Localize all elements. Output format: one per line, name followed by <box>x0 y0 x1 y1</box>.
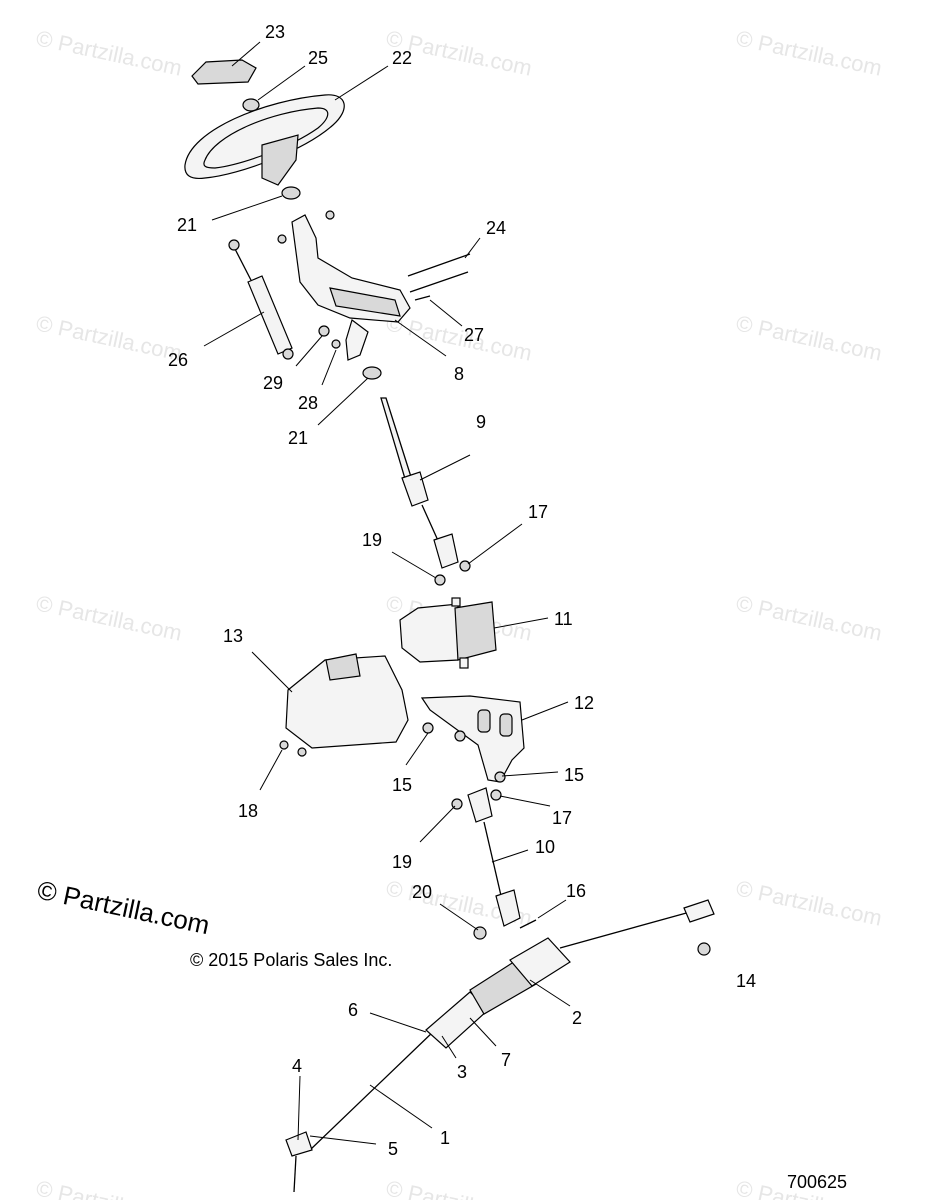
motor-cover-part <box>285 653 409 749</box>
callout-19: 19 <box>362 530 382 550</box>
gas-strut-part <box>228 239 294 360</box>
power-steering-motor-part <box>399 597 497 669</box>
bolt-head-part <box>490 789 502 801</box>
bolt-head-part <box>459 560 471 572</box>
leader-lines <box>203 41 571 1145</box>
callout-26: 26 <box>168 350 188 370</box>
callouts: 23 25 22 21 24 26 27 29 8 28 21 9 17 19 … <box>168 22 756 1159</box>
watermark: © Partzilla.com <box>34 310 184 365</box>
callout-1: 1 <box>440 1128 450 1148</box>
callout-8: 8 <box>454 364 464 384</box>
fastener-part <box>325 210 335 220</box>
watermark: © Partzilla.com <box>734 590 884 645</box>
callout-16: 16 <box>566 881 586 901</box>
screw-part <box>297 747 307 757</box>
lower-steering-shaft-part <box>467 787 521 927</box>
callout-15: 15 <box>564 765 584 785</box>
callout-6: 6 <box>348 1000 358 1020</box>
callout-22: 22 <box>392 48 412 68</box>
callout-21: 21 <box>288 428 308 448</box>
bolt-part <box>409 271 469 293</box>
callout-11: 11 <box>554 609 573 629</box>
watermark: © Partzilla.com <box>384 310 534 365</box>
nut-part <box>697 942 711 956</box>
steering-wheel-part <box>184 94 345 186</box>
callout-24: 24 <box>486 218 506 238</box>
callout-5: 5 <box>388 1139 398 1159</box>
callout-3: 3 <box>457 1062 467 1082</box>
bolt-part <box>519 919 537 929</box>
callout-27: 27 <box>464 325 484 345</box>
watermark: © Partzilla.com <box>734 310 884 365</box>
callout-23: 23 <box>265 22 285 42</box>
watermark: © Partzilla.com <box>34 590 184 645</box>
nut-part <box>473 926 487 940</box>
callout-4: 4 <box>292 1056 302 1076</box>
bushing-lower-part <box>362 366 382 380</box>
figure-number: 700625 <box>787 1172 847 1192</box>
screw-part <box>279 740 289 750</box>
callout-29: 29 <box>263 373 283 393</box>
screw-part <box>414 295 431 301</box>
watermark: © Partzilla.com <box>34 25 184 80</box>
brand-mark: © Partzilla.com <box>35 875 213 941</box>
callout-9: 9 <box>476 412 486 432</box>
bolt-part <box>454 730 466 742</box>
callout-13: 13 <box>223 626 243 646</box>
watermark: © Partzilla.com <box>734 875 884 930</box>
cap-part <box>242 98 260 112</box>
column-bracket-part <box>291 214 411 361</box>
callout-25: 25 <box>308 48 328 68</box>
callout-15: 15 <box>392 775 412 795</box>
callout-2: 2 <box>572 1008 582 1028</box>
fastener-part <box>277 234 287 244</box>
callout-17: 17 <box>528 502 548 522</box>
bolt-part <box>494 771 506 783</box>
watermark: © Partzilla.com <box>734 25 884 80</box>
upper-steering-shaft-part <box>380 397 459 569</box>
callout-28: 28 <box>298 393 318 413</box>
callout-18: 18 <box>238 801 258 821</box>
callout-12: 12 <box>574 693 594 713</box>
watermark: © Partzilla.com <box>384 1175 534 1200</box>
washer-part <box>331 339 341 349</box>
callout-7: 7 <box>501 1050 511 1070</box>
watermark: © Partzilla.com <box>34 1175 184 1200</box>
bushing-upper-part <box>281 186 301 200</box>
callout-17: 17 <box>552 808 572 828</box>
callout-20: 20 <box>412 882 432 902</box>
bolt-part <box>422 722 434 734</box>
nut-part <box>434 574 446 586</box>
callout-21: 21 <box>177 215 197 235</box>
callout-14: 14 <box>736 971 756 991</box>
copyright-text: © 2015 Polaris Sales Inc. <box>190 950 392 970</box>
callout-10: 10 <box>535 837 555 857</box>
mount-bracket-part <box>420 695 525 783</box>
callout-19: 19 <box>392 852 412 872</box>
bolt-part <box>407 253 471 277</box>
hub-cover-part <box>191 59 257 85</box>
nut-part <box>318 325 330 337</box>
steering-rack-part <box>285 899 715 1193</box>
